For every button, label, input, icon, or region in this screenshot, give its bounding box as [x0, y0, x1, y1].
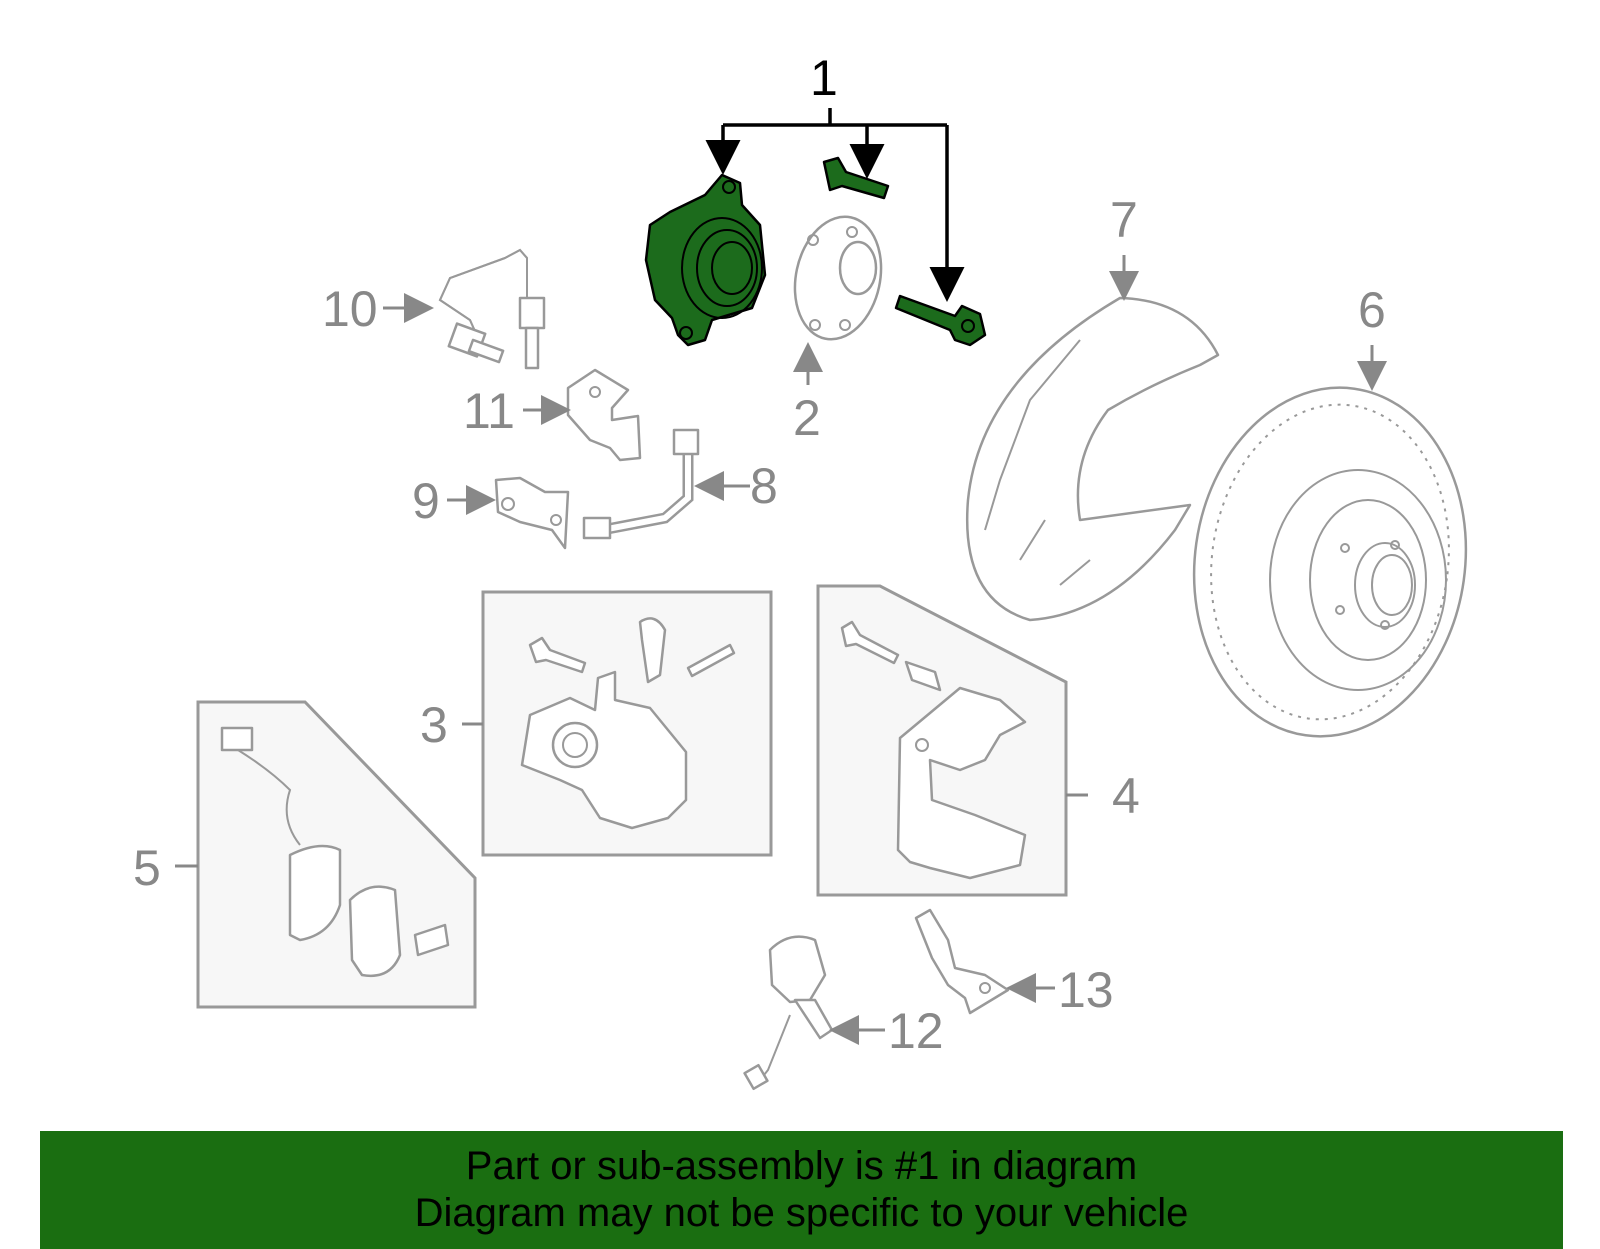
- sensor-bracket[interactable]: [914, 908, 1010, 1015]
- banner-line-2: Diagram may not be specific to your vehi…: [414, 1191, 1189, 1235]
- callout-3[interactable]: 3: [420, 697, 448, 753]
- callout-1-leader: [705, 108, 965, 302]
- callout-1[interactable]: 1: [810, 50, 838, 106]
- brake-pad-kit[interactable]: [196, 700, 477, 1009]
- hub-bolt-long[interactable]: [894, 294, 987, 347]
- caliper-bracket-kit[interactable]: [816, 584, 1068, 897]
- banner-line-1: Part or sub-assembly is #1 in diagram: [465, 1144, 1138, 1188]
- callout-7[interactable]: 7: [1110, 192, 1138, 248]
- hose-bracket[interactable]: [494, 476, 570, 550]
- hub-bolt-short[interactable]: [822, 156, 890, 200]
- brake-hose[interactable]: [582, 428, 700, 540]
- callout-5[interactable]: 5: [133, 840, 161, 896]
- callout-4[interactable]: 4: [1112, 768, 1140, 824]
- callout-9[interactable]: 9: [412, 473, 440, 529]
- info-banner: Part or sub-assembly is #1 in diagram Di…: [40, 1131, 1563, 1249]
- wheel-hub-flange[interactable]: [784, 209, 892, 348]
- callout-12[interactable]: 12: [888, 1003, 944, 1059]
- splash-shield[interactable]: [965, 296, 1220, 622]
- callout-13[interactable]: 13: [1058, 962, 1114, 1018]
- callout-11[interactable]: 11: [463, 383, 515, 439]
- bracket-small[interactable]: [566, 368, 642, 462]
- brake-line[interactable]: [438, 248, 546, 370]
- hub-bearing-assembly[interactable]: [644, 173, 767, 347]
- callout-8[interactable]: 8: [750, 458, 778, 514]
- callout-10[interactable]: 10: [322, 281, 378, 337]
- caliper-kit[interactable]: [481, 590, 773, 857]
- callout-2[interactable]: 2: [793, 390, 821, 446]
- wheel-speed-sensor[interactable]: [743, 935, 834, 1091]
- callout-6[interactable]: 6: [1358, 282, 1386, 338]
- brake-rotor[interactable]: [1172, 370, 1488, 754]
